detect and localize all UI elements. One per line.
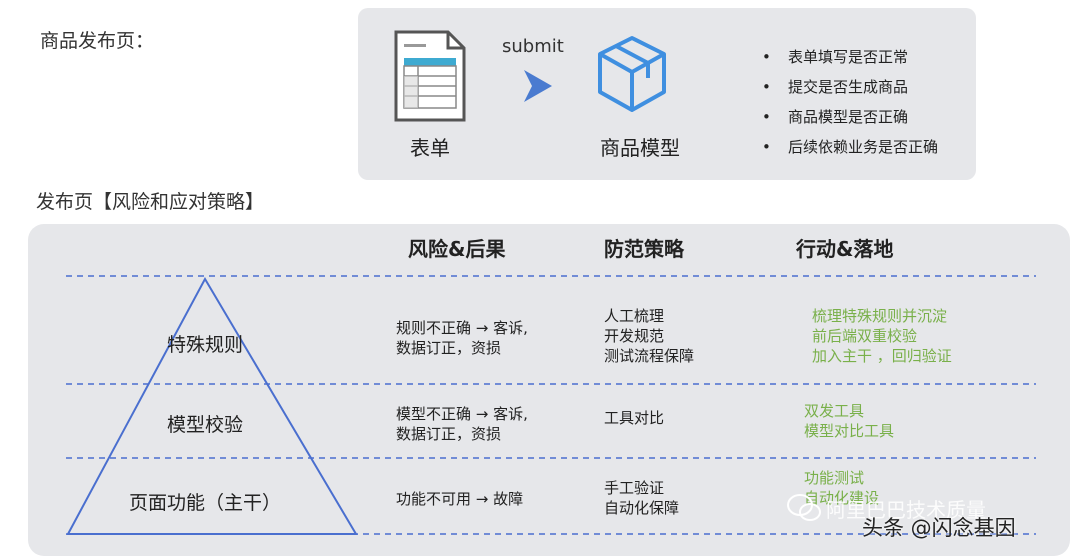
risk-line: 模型不正确 → 客诉, [396,405,528,423]
action-line: 功能测试 [804,469,865,487]
model-label: 商品模型 [600,136,680,160]
strategy-line: 开发规范 [604,327,665,345]
check-item: 表单填写是否正常 [762,46,908,67]
strategy-line: 自动化保障 [604,499,680,517]
strategy-line: 工具对比 [604,409,665,427]
header-action: 行动&落地 [796,237,894,261]
level-model-validation: 模型校验 [166,414,243,436]
watermark-channel: 阿里巴巴技术质量 [826,498,986,522]
check-item: 商品模型是否正确 [762,106,908,127]
strategy-line: 手工验证 [604,479,665,497]
risk-line: 数据订正，资损 [396,339,502,357]
check-item: 后续依赖业务是否正确 [762,136,938,157]
watermark-author: 头条 @闪念基因 [862,516,1016,540]
action-line: 加入主干 ，回归验证 [812,347,952,365]
form-label: 表单 [410,136,450,160]
wechat-icon [787,494,821,521]
pyramid-outline [66,276,358,535]
page-label: 商品发布页： [40,30,155,52]
section-title: 发布页【风险和应对策略】 [36,191,265,213]
strategy-line: 测试流程保障 [604,347,695,365]
action-line: 梳理特殊规则并沉淀 [812,307,948,325]
level-special-rules: 特殊规则 [166,334,243,356]
action-line: 模型对比工具 [804,422,895,440]
check-item: 提交是否生成商品 [762,76,908,97]
header-risk: 风险&后果 [408,237,506,261]
action-line: 双发工具 [804,402,865,420]
risk-line: 功能不可用 → 故障 [396,490,524,508]
risk-line: 数据订正，资损 [396,425,502,443]
risk-line: 规则不正确 → 客诉, [396,319,528,337]
right-arrow-icon [524,70,552,102]
submit-label: submit [502,36,564,57]
level-page-function: 页面功能（主干） [128,492,281,514]
header-strategy: 防范策略 [604,237,684,261]
strategy-panel [28,224,1070,556]
action-line: 自动化建设 [804,489,880,507]
strategy-line: 人工梳理 [604,307,665,325]
cube-icon [598,36,666,112]
form-document-icon [394,30,466,122]
action-line: 前后端双重校验 [812,327,918,345]
